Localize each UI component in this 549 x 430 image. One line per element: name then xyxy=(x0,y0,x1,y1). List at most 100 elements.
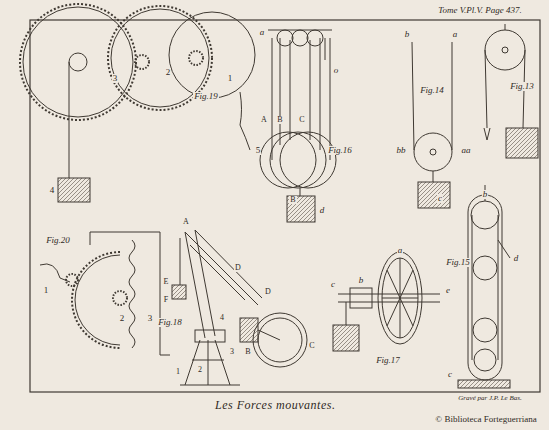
plate-caption: Les Forces mouvantes. xyxy=(214,399,336,411)
movable-pulley xyxy=(412,42,414,150)
callout-letter: 1 xyxy=(227,74,234,83)
compound-pulley xyxy=(330,38,331,160)
wheel-and-axle xyxy=(378,252,422,344)
crane xyxy=(172,285,186,299)
pulley-tackle xyxy=(473,256,497,280)
pulley-tackle xyxy=(458,185,510,388)
compound-pulley xyxy=(268,30,332,31)
crane xyxy=(195,230,262,298)
crane xyxy=(185,340,230,385)
fixed-pulley xyxy=(505,24,506,30)
crane xyxy=(253,313,307,367)
callout-letter: B xyxy=(276,116,283,124)
figure-number: Fig.15 xyxy=(445,258,471,267)
pulley-tackle xyxy=(471,201,499,229)
crane xyxy=(258,318,302,362)
wheel-and-axle xyxy=(382,258,418,338)
fixed-pulley xyxy=(506,128,538,158)
callout-letter: 3 xyxy=(147,314,154,323)
plate-note: Tome V.Pl.V. Page 437. xyxy=(437,6,523,15)
callout-letter: b xyxy=(404,30,411,39)
callout-letter: D xyxy=(264,288,272,296)
crane xyxy=(195,230,215,336)
wheel-and-axle xyxy=(333,325,359,351)
pulley-tackle xyxy=(498,215,499,360)
fixed-pulley xyxy=(484,128,490,140)
callout-letter: d xyxy=(319,206,326,215)
pulley-tackle xyxy=(474,349,496,371)
callout-letter: A xyxy=(260,116,268,124)
callout-letter: 4 xyxy=(49,186,56,195)
crane xyxy=(195,330,225,342)
callout-letter: c xyxy=(437,194,443,203)
compound-pulley xyxy=(287,196,315,222)
pulley-tackle xyxy=(472,215,473,360)
figure-number: Fig.16 xyxy=(327,146,353,155)
movable-pulley xyxy=(433,171,434,182)
callout-letter: aa xyxy=(461,146,472,155)
crane xyxy=(185,232,205,338)
callout-letter: E xyxy=(163,278,170,286)
crane xyxy=(180,238,181,285)
gear-train xyxy=(20,4,136,120)
compound-pulley xyxy=(277,30,293,46)
callout-letter: B xyxy=(289,196,296,204)
plate-note: © Biblioteca Forteguerriana xyxy=(434,415,537,424)
callout-letter: 4 xyxy=(219,314,225,322)
crane xyxy=(190,245,245,300)
gear-train xyxy=(135,55,149,69)
pulley-tackle xyxy=(473,318,497,342)
callout-letter: 2 xyxy=(165,68,172,77)
callout-letter: e xyxy=(445,286,451,295)
callout-letter: c xyxy=(330,280,336,289)
movable-pulley xyxy=(414,133,452,171)
compound-pulley xyxy=(307,30,323,46)
crane xyxy=(172,230,307,385)
callout-letter: 5 xyxy=(255,146,262,155)
callout-letter: o xyxy=(333,66,340,75)
compound-pulley xyxy=(292,30,308,46)
wheel-and-axle xyxy=(333,252,440,351)
figure-number: Fig.17 xyxy=(375,356,401,365)
gear-train xyxy=(20,4,255,202)
gear-train xyxy=(169,12,255,98)
compound-pulley xyxy=(325,38,326,60)
callout-letter: A xyxy=(182,218,190,226)
callout-letter: C xyxy=(308,342,315,350)
callout-letter: b xyxy=(482,190,489,199)
crane xyxy=(258,330,280,340)
gear-train xyxy=(240,92,250,150)
wheel-and-axle xyxy=(382,258,418,338)
rack-and-gear xyxy=(40,232,170,355)
gear-train xyxy=(69,62,70,178)
gear-train xyxy=(69,53,87,71)
compound-pulley xyxy=(280,38,281,145)
crane xyxy=(185,232,258,305)
callout-letter: 2 xyxy=(197,366,203,374)
gear-train xyxy=(23,7,133,117)
callout-letter: b xyxy=(358,276,365,285)
callout-letter: B xyxy=(244,348,251,356)
wheel-and-axle xyxy=(350,288,372,308)
movable-pulley xyxy=(452,42,453,150)
callout-letter: 3 xyxy=(229,348,235,356)
engraving xyxy=(20,4,540,392)
callout-letter: F xyxy=(163,296,169,304)
fixed-pulley xyxy=(502,47,508,53)
movable-pulley xyxy=(418,182,450,208)
compound-pulley xyxy=(272,38,273,160)
figure-number: Fig.18 xyxy=(157,318,183,327)
callout-letter: bb xyxy=(396,146,407,155)
rack-and-gear xyxy=(90,232,170,355)
callout-letter: 1 xyxy=(175,368,181,376)
rack-and-gear xyxy=(66,274,78,286)
callout-letter: d xyxy=(513,254,520,263)
rack-and-gear xyxy=(113,291,127,305)
figure-number: Fig.14 xyxy=(419,86,445,95)
callout-letter: a xyxy=(452,30,459,39)
gear-train xyxy=(58,178,90,202)
figure-number: Fig.13 xyxy=(509,82,535,91)
crane xyxy=(180,385,240,386)
